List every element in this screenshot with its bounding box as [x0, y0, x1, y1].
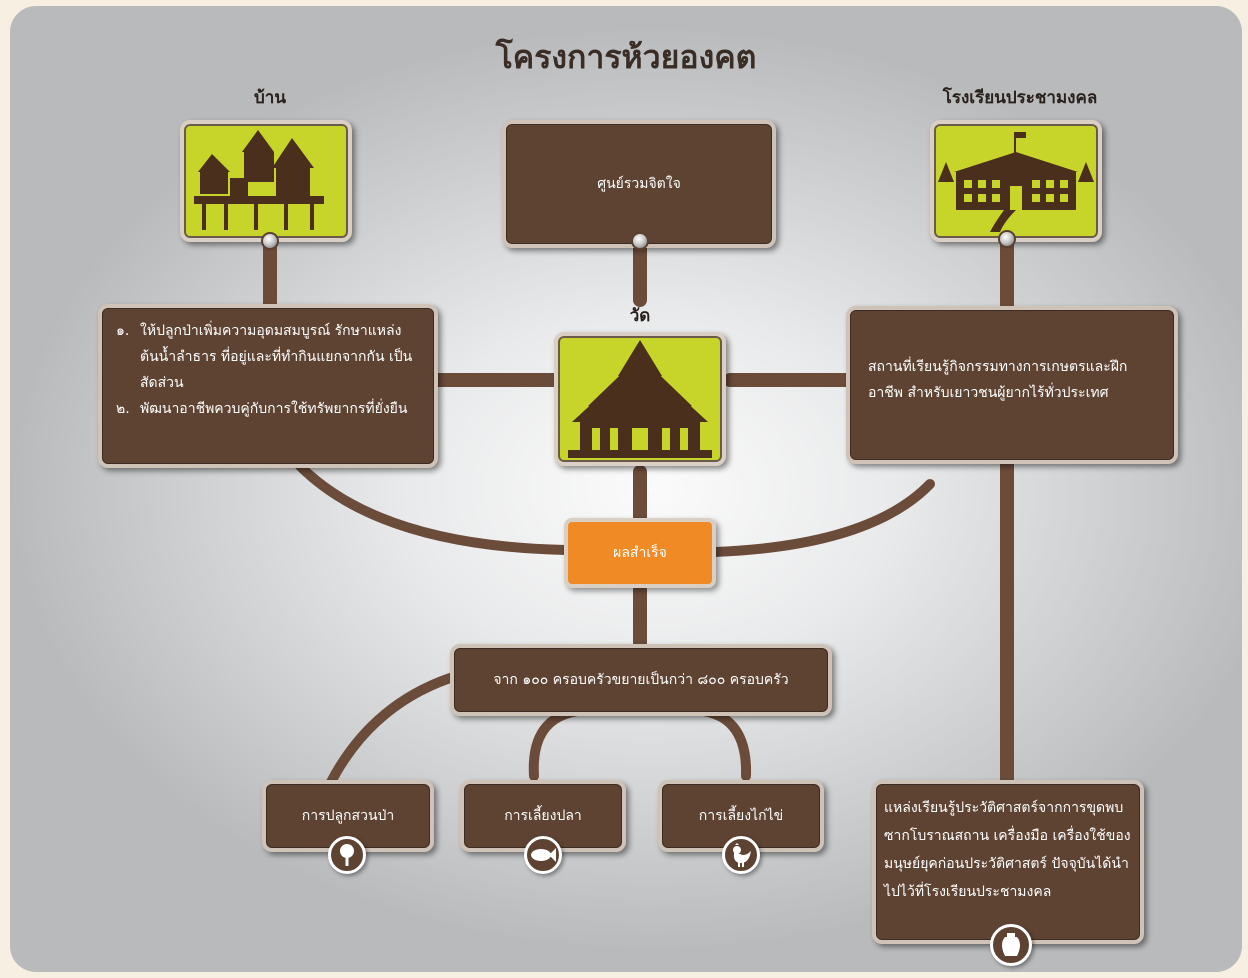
page-title: โครงการห้วยองคต: [495, 38, 757, 76]
spiritual-center-text: ศูนย์รวมจิตใจ: [597, 176, 681, 192]
result-box: ผลสำเร็จ: [564, 518, 716, 588]
pottery-icon: [990, 924, 1032, 966]
home-knob: [261, 232, 279, 250]
school-knob: [998, 230, 1016, 248]
home-goals-list: ๑. ให้ปลูกป่าเพิ่มความอุดมสมบูรณ์ รักษาแห…: [116, 318, 420, 422]
activity-label: การปลูกสวนป่า: [301, 808, 395, 824]
rooster-icon: [722, 836, 760, 874]
list-number: ๑.: [116, 323, 130, 339]
spiritual-center-box: ศูนย์รวมจิตใจ: [502, 120, 776, 248]
school-picture: [930, 120, 1102, 242]
history-text: แหล่งเรียนรู้ประวัติศาสตร์จากการขุดพบซาก…: [884, 800, 1131, 900]
label-home: บ้าน: [254, 88, 286, 108]
label-temple: วัด: [629, 306, 651, 326]
home-goals-box: ๑. ให้ปลูกป่าเพิ่มความอุดมสมบูรณ์ รักษาแห…: [98, 304, 438, 468]
list-item: ๑. ให้ปลูกป่าเพิ่มความอุดมสมบูรณ์ รักษาแห…: [116, 318, 420, 396]
list-text: ให้ปลูกป่าเพิ่มความอุดมสมบูรณ์ รักษาแหล่…: [140, 323, 413, 391]
list-text: พัฒนาอาชีพควบคู่กับการใช้ทรัพยากรที่ยั่ง…: [140, 401, 408, 417]
list-number: ๒.: [116, 401, 130, 417]
families-box: จาก ๑๐๐ ครอบครัวขยายเป็นกว่า ๘๐๐ ครอบครั…: [450, 644, 832, 716]
label-school: โรงเรียนประชามงคล: [942, 88, 1098, 108]
house-icon: [194, 130, 324, 230]
home-picture: [180, 120, 352, 242]
list-item: ๒. พัฒนาอาชีพควบคู่กับการใช้ทรัพยากรที่ยั…: [116, 396, 420, 422]
school-description-box: สถานที่เรียนรู้กิจกรรมทางการเกษตรและฝึกอ…: [846, 306, 1178, 464]
history-box: แหล่งเรียนรู้ประวัติศาสตร์จากการขุดพบซาก…: [872, 780, 1144, 944]
temple-picture: [554, 332, 726, 466]
families-text: จาก ๑๐๐ ครอบครัวขยายเป็นกว่า ๘๐๐ ครอบครั…: [493, 672, 789, 688]
fish-icon: [524, 836, 562, 874]
result-text: ผลสำเร็จ: [613, 545, 667, 561]
connector-lines: [263, 233, 1014, 791]
school-icon: [938, 132, 1094, 232]
tree-icon: [328, 836, 366, 874]
school-description-text: สถานที่เรียนรู้กิจกรรมทางการเกษตรและฝึกอ…: [868, 359, 1128, 401]
activity-label: การเลี้ยงปลา: [504, 808, 582, 824]
temple-icon: [568, 340, 712, 458]
diagram-panel: โครงการห้วยองคต บ้าน โรงเรียนประชามงคล ว…: [10, 6, 1242, 972]
center-knob: [631, 232, 649, 250]
activity-label: การเลี้ยงไก่ไข่: [698, 808, 784, 824]
